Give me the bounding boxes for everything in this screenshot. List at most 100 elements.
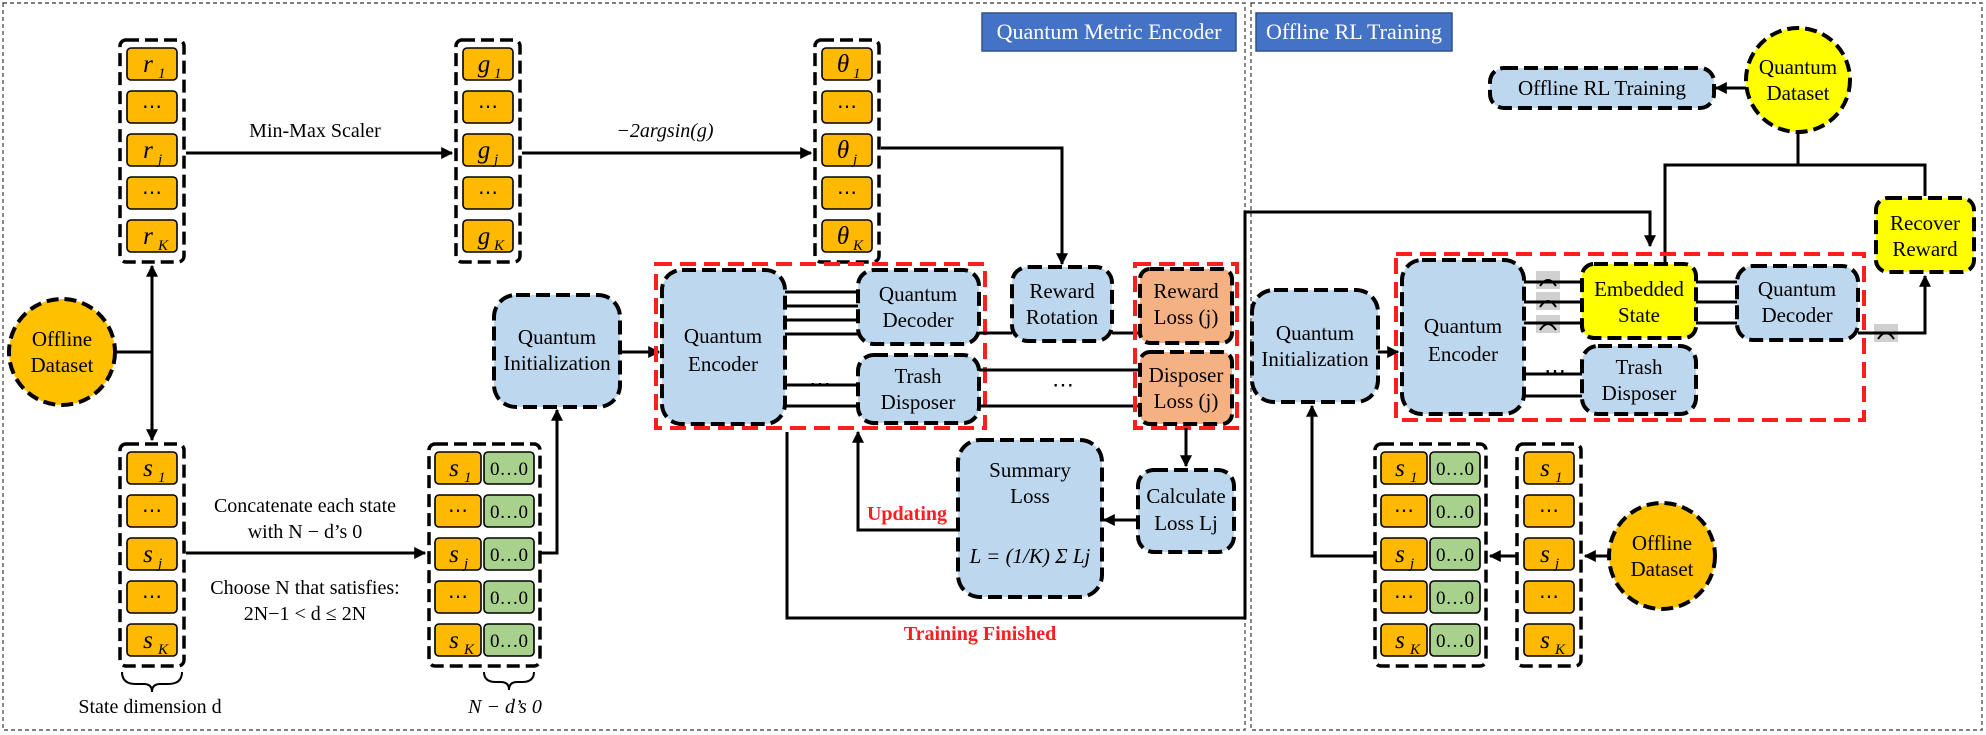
choose-label-2: 2N−1 < d ≤ 2N [244, 603, 366, 625]
svg-text:Trash: Trash [894, 364, 942, 388]
svg-text:⋯: ⋯ [837, 182, 857, 204]
svg-text:1: 1 [494, 66, 502, 82]
angle-cell-2: ⋯ [821, 90, 873, 124]
svg-text:s: s [143, 455, 153, 482]
disposer-loss: Disposer Loss (j) [1138, 350, 1234, 426]
svg-text:K: K [463, 642, 475, 658]
svg-text:Offline: Offline [1632, 531, 1692, 555]
svg-text:Quantum: Quantum [879, 282, 957, 306]
svg-text:⋯: ⋯ [1394, 586, 1414, 608]
recover-reward: Recover Reward [1874, 196, 1976, 274]
summary-loss: Summary Loss L = (1/K) Σ Lj [956, 438, 1104, 599]
svg-text:K: K [493, 238, 505, 254]
padding-label: N − d’s 0 [467, 696, 542, 718]
wire-dots-right: ⋯ [1544, 358, 1566, 383]
svg-text:⋯: ⋯ [448, 586, 468, 608]
offline-rl-training-box: Offline RL Training [1488, 66, 1716, 110]
svg-text:Dataset: Dataset [1767, 81, 1830, 105]
svg-text:0…0: 0…0 [490, 588, 528, 609]
reward-cell-4: ⋯ [126, 176, 178, 210]
svg-text:Calculate: Calculate [1146, 484, 1225, 508]
svg-text:0…0: 0…0 [490, 502, 528, 523]
svg-text:s: s [449, 541, 459, 568]
svg-text:j: j [156, 556, 162, 572]
training-panel [1250, 2, 1983, 731]
svg-text:⋯: ⋯ [142, 586, 162, 608]
reward-rotation: Reward Rotation [1010, 265, 1114, 343]
svg-text:s: s [449, 627, 459, 654]
svg-text:s: s [449, 455, 459, 482]
svg-text:θ: θ [837, 137, 849, 164]
svg-text:⋯: ⋯ [448, 500, 468, 522]
svg-text:⋯: ⋯ [142, 500, 162, 522]
trash-disposer-left: Trash Disposer [856, 353, 981, 425]
training-finished-label: Training Finished [904, 623, 1056, 645]
svg-text:⋯: ⋯ [478, 182, 498, 204]
svg-text:1: 1 [1555, 470, 1563, 486]
svg-text:0…0: 0…0 [1436, 459, 1474, 480]
quantum-encoder-right: Quantum Encoder [1400, 258, 1526, 416]
svg-text:s: s [143, 541, 153, 568]
svg-text:Rotation: Rotation [1026, 305, 1099, 329]
svg-text:s: s [1395, 627, 1405, 654]
state-cell-2: ⋯ [126, 494, 178, 528]
training-panel-title: Offline RL Training [1266, 19, 1442, 44]
svg-text:Offline RL Training: Offline RL Training [1518, 76, 1687, 100]
svg-text:Decoder: Decoder [882, 308, 953, 332]
quantum-dataset: Quantum Dataset [1744, 26, 1852, 134]
svg-text:Disposer: Disposer [1602, 381, 1677, 405]
svg-text:0…0: 0…0 [1436, 502, 1474, 523]
svg-text:K: K [1554, 642, 1566, 658]
svg-text:r: r [143, 51, 153, 78]
quantum-decoder-left: Quantum Decoder [856, 268, 981, 346]
theta-to-rotation-arrow [881, 146, 1068, 266]
svg-text:j: j [1553, 556, 1559, 572]
svg-text:g: g [478, 137, 491, 164]
padded-to-init-right-arrow [1306, 404, 1375, 558]
svg-text:Embedded: Embedded [1594, 277, 1684, 301]
choose-label-1: Choose N that satisfies: [210, 577, 399, 599]
svg-text:Quantum: Quantum [684, 324, 762, 348]
svg-text:1: 1 [158, 66, 166, 82]
svg-text:j: j [462, 556, 468, 572]
svg-text:s: s [1395, 455, 1405, 482]
svg-text:0…0: 0…0 [490, 631, 528, 652]
encoder-wires-right [1524, 280, 1582, 398]
autoencoder-region-right [1394, 252, 1866, 422]
svg-text:0…0: 0…0 [1436, 631, 1474, 652]
svg-text:Loss (j): Loss (j) [1154, 305, 1219, 329]
padded-right-row-4: ⋯0…0 [1380, 580, 1481, 614]
svg-text:Encoder: Encoder [1428, 342, 1498, 366]
trash-disposer-right: Trash Disposer [1580, 344, 1698, 416]
svg-text:Dataset: Dataset [31, 353, 94, 377]
reward-cell-2: ⋯ [126, 90, 178, 124]
quantum-init-left: Quantum Initialization [492, 293, 622, 409]
svg-text:Dataset: Dataset [1631, 557, 1694, 581]
svg-text:Decoder: Decoder [1761, 303, 1832, 327]
svg-text:Encoder: Encoder [688, 352, 758, 376]
angle-label: −2argsin(g) [616, 120, 714, 142]
svg-text:Initialization: Initialization [1261, 347, 1369, 371]
svg-text:0…0: 0…0 [490, 545, 528, 566]
concat-label-2: with N − d’s 0 [248, 521, 363, 543]
svg-text:Recover: Recover [1890, 211, 1960, 235]
svg-text:Initialization: Initialization [503, 351, 611, 375]
encoder-panel [2, 2, 1246, 731]
svg-text:Quantum: Quantum [1424, 314, 1502, 338]
svg-text:⋯: ⋯ [1539, 586, 1559, 608]
svg-text:K: K [157, 642, 169, 658]
updating-label: Updating [867, 503, 947, 525]
training-finished-line [785, 210, 1656, 620]
